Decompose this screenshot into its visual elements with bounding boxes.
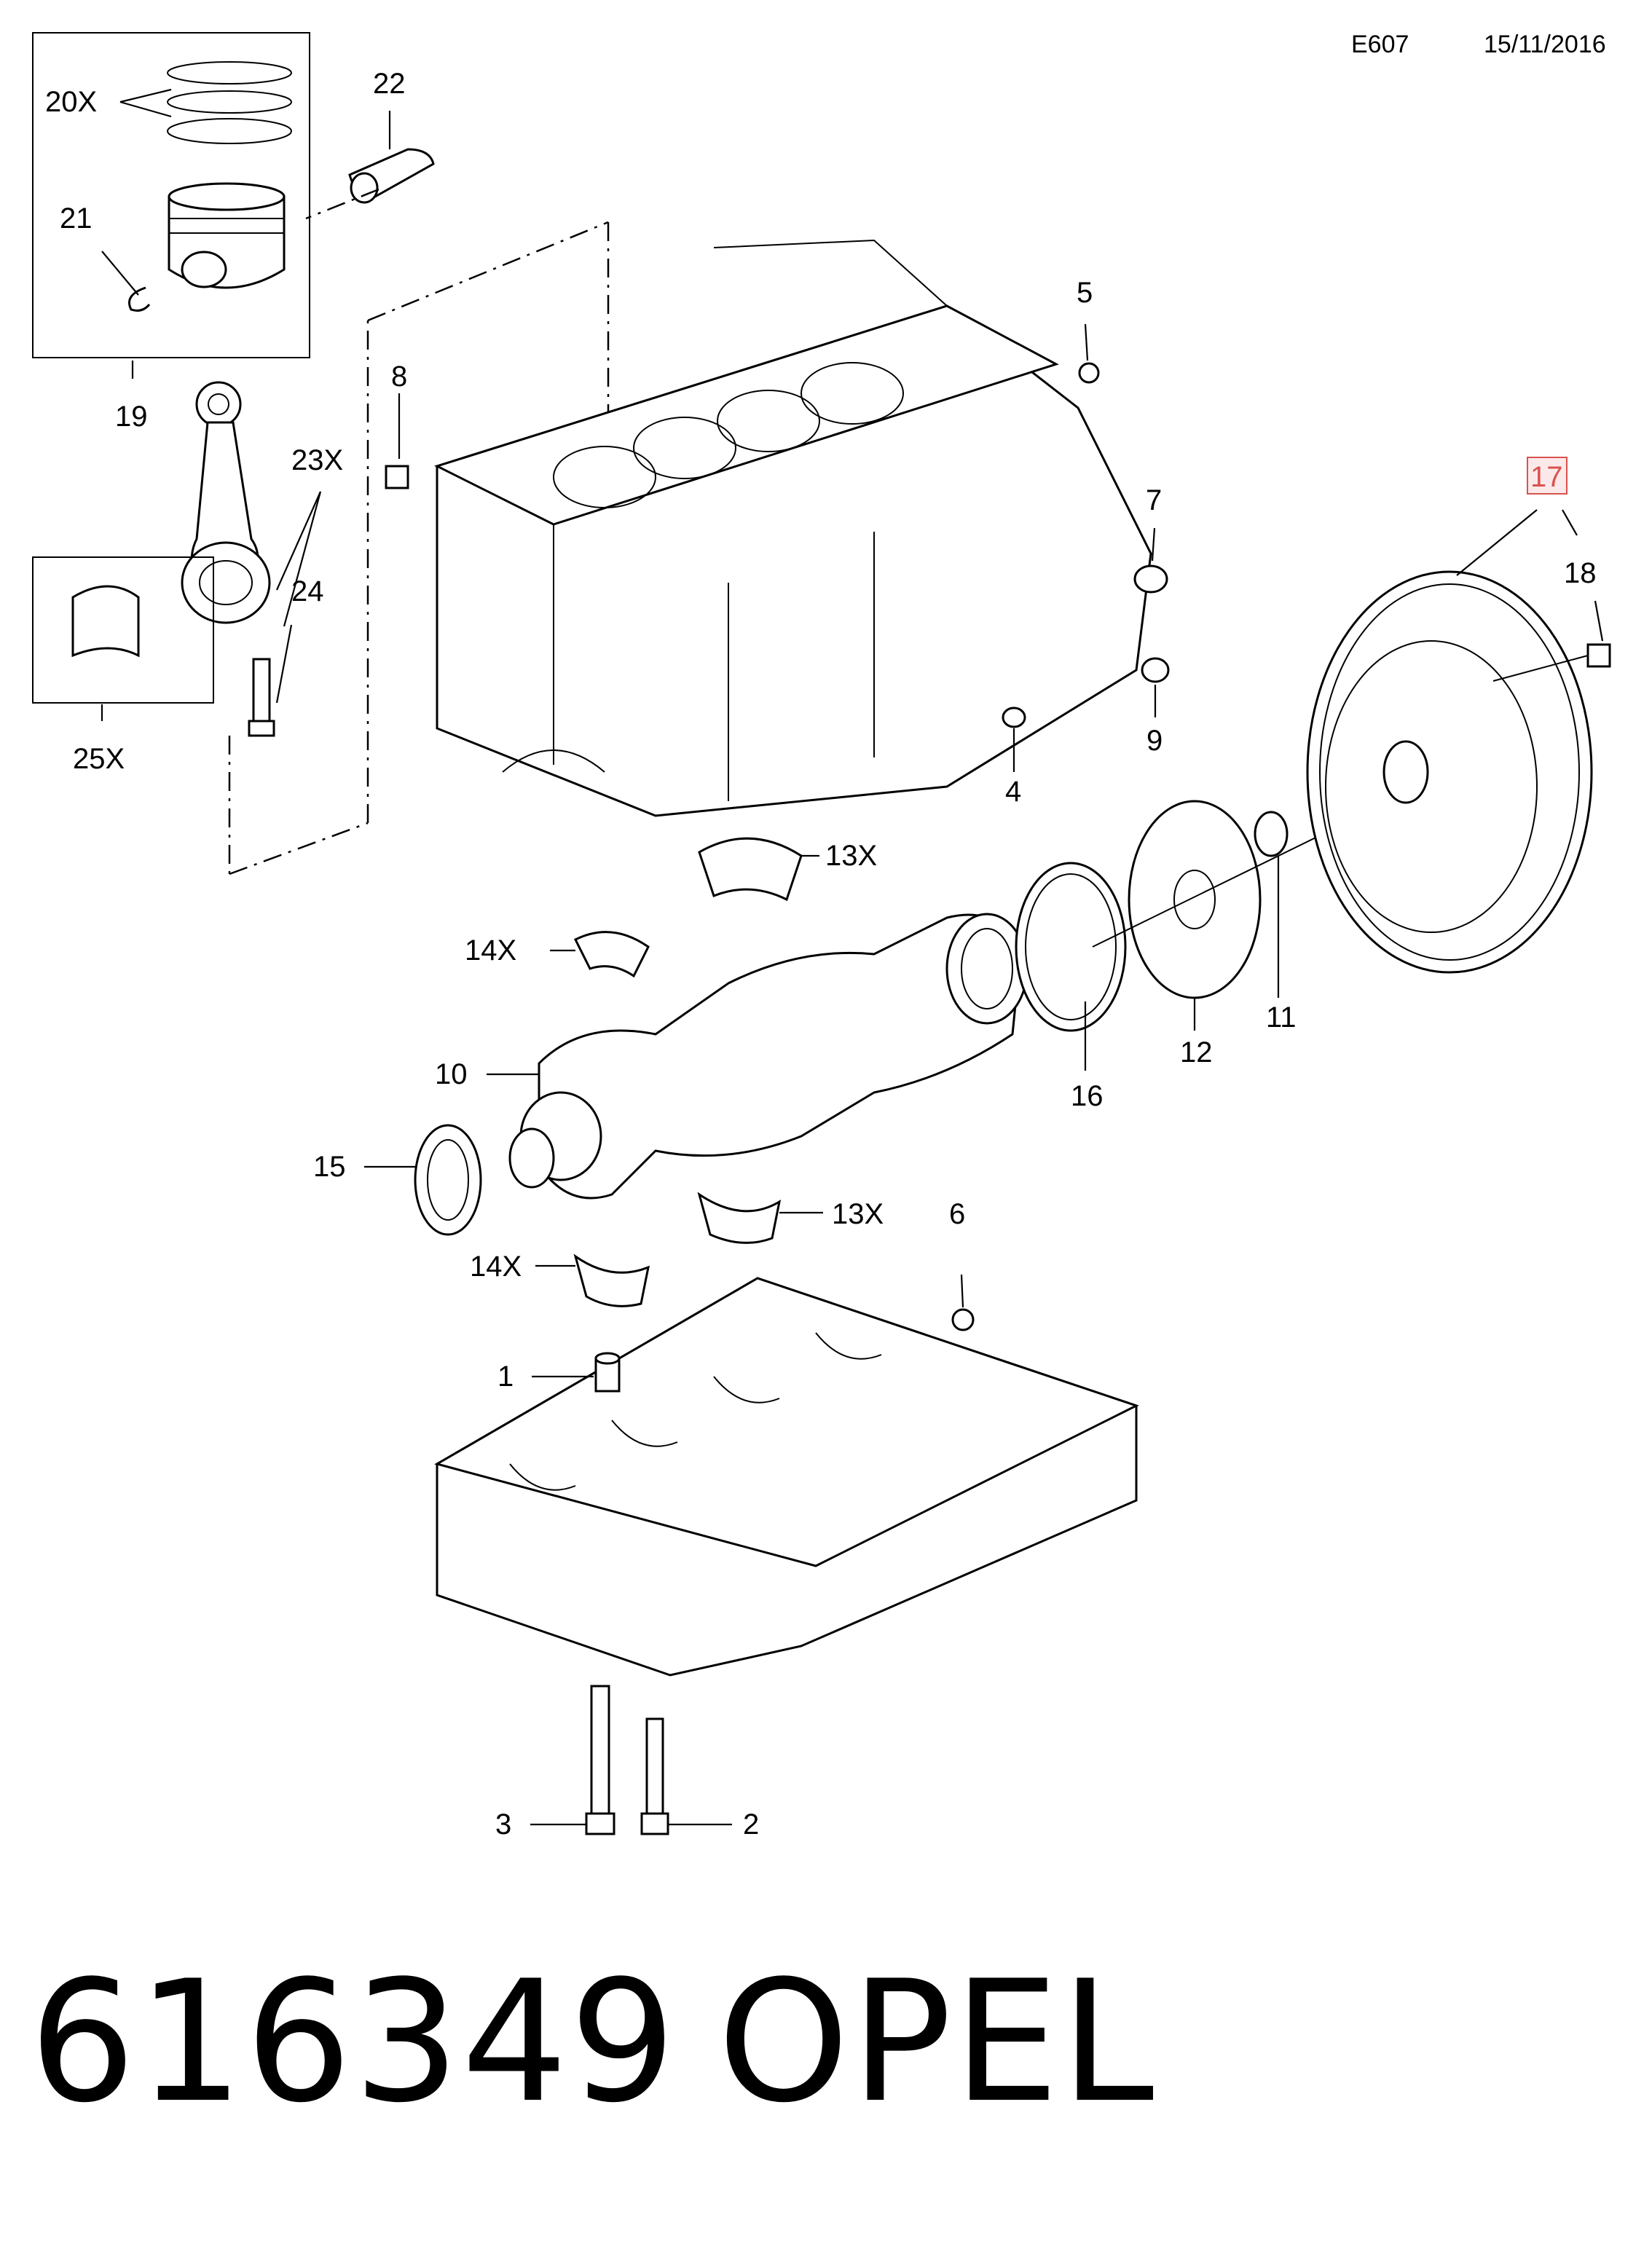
rod-bolt xyxy=(248,658,275,737)
callout-19: 19 xyxy=(115,401,148,433)
callout-14X-lower: 14X xyxy=(470,1251,522,1283)
main-bearing-lower-2 xyxy=(573,1253,650,1307)
crankshaft xyxy=(508,913,1028,1200)
cylinder-block xyxy=(434,239,1152,817)
callout-1: 1 xyxy=(497,1361,514,1393)
piston-assembly-box xyxy=(32,32,310,358)
main-bearing-lower-1 xyxy=(573,931,650,978)
block-plug-9 xyxy=(1141,657,1170,683)
callout-22: 22 xyxy=(373,68,406,100)
brand-name: OPEL xyxy=(717,1945,1156,2140)
bedplate xyxy=(434,1277,1139,1677)
callout-17-highlight xyxy=(1527,457,1568,495)
callout-12: 12 xyxy=(1180,1036,1213,1068)
callout-18: 18 xyxy=(1564,557,1597,589)
part-number: 616349 xyxy=(29,1945,677,2140)
front-seal-ring xyxy=(1015,862,1127,1032)
diagram-code: E607 xyxy=(1351,31,1409,58)
callout-11: 11 xyxy=(1266,1001,1297,1034)
callout-15: 15 xyxy=(313,1151,346,1183)
callout-25X: 25X xyxy=(73,743,125,775)
flex-plate xyxy=(1128,800,1262,999)
bedplate-plug-6 xyxy=(951,1308,975,1331)
bearing-shell-box xyxy=(32,556,214,704)
callout-4: 4 xyxy=(1005,776,1021,808)
block-plug-8 xyxy=(385,465,409,489)
callout-23X: 23X xyxy=(291,444,343,476)
callout-17: 17 xyxy=(1530,461,1563,493)
callout-8: 8 xyxy=(391,361,407,393)
block-plug-4 xyxy=(1002,706,1026,728)
bedplate-bolt-short xyxy=(640,1717,669,1835)
dowel-sleeve xyxy=(594,1352,621,1393)
block-plug-5 xyxy=(1078,362,1100,384)
piston-rings xyxy=(167,61,292,144)
piston-pin xyxy=(348,148,435,204)
piston-pin-clip xyxy=(128,286,151,312)
callout-21: 21 xyxy=(60,202,93,235)
callout-14X-upper: 14X xyxy=(465,934,516,967)
flywheel-bolt xyxy=(1492,643,1611,682)
callout-13X-upper: 13X xyxy=(825,840,877,872)
callout-20X: 20X xyxy=(45,86,97,118)
leader-lines xyxy=(101,88,1604,1826)
callout-9: 9 xyxy=(1146,725,1163,757)
callout-5: 5 xyxy=(1077,277,1093,309)
dual-mass-flywheel xyxy=(1306,570,1593,974)
main-bearing-upper-1 xyxy=(698,837,803,902)
rear-oil-seal xyxy=(414,1124,482,1236)
bedplate-bolt-long xyxy=(585,1685,615,1835)
callout-10: 10 xyxy=(435,1058,468,1090)
block-plug-7 xyxy=(1133,564,1168,594)
main-bearing-upper-2 xyxy=(697,1192,782,1244)
piston xyxy=(168,182,286,289)
callout-24: 24 xyxy=(291,575,324,607)
callout-2: 2 xyxy=(743,1808,759,1841)
callout-16: 16 xyxy=(1071,1080,1104,1112)
callout-7: 7 xyxy=(1146,484,1162,516)
callout-6: 6 xyxy=(949,1198,965,1230)
callout-13X-lower: 13X xyxy=(832,1198,884,1230)
callout-3: 3 xyxy=(495,1808,511,1841)
pilot-bearing xyxy=(1254,811,1289,857)
diagram-date: 15/11/2016 xyxy=(1484,31,1606,58)
connecting-rod xyxy=(181,381,271,624)
